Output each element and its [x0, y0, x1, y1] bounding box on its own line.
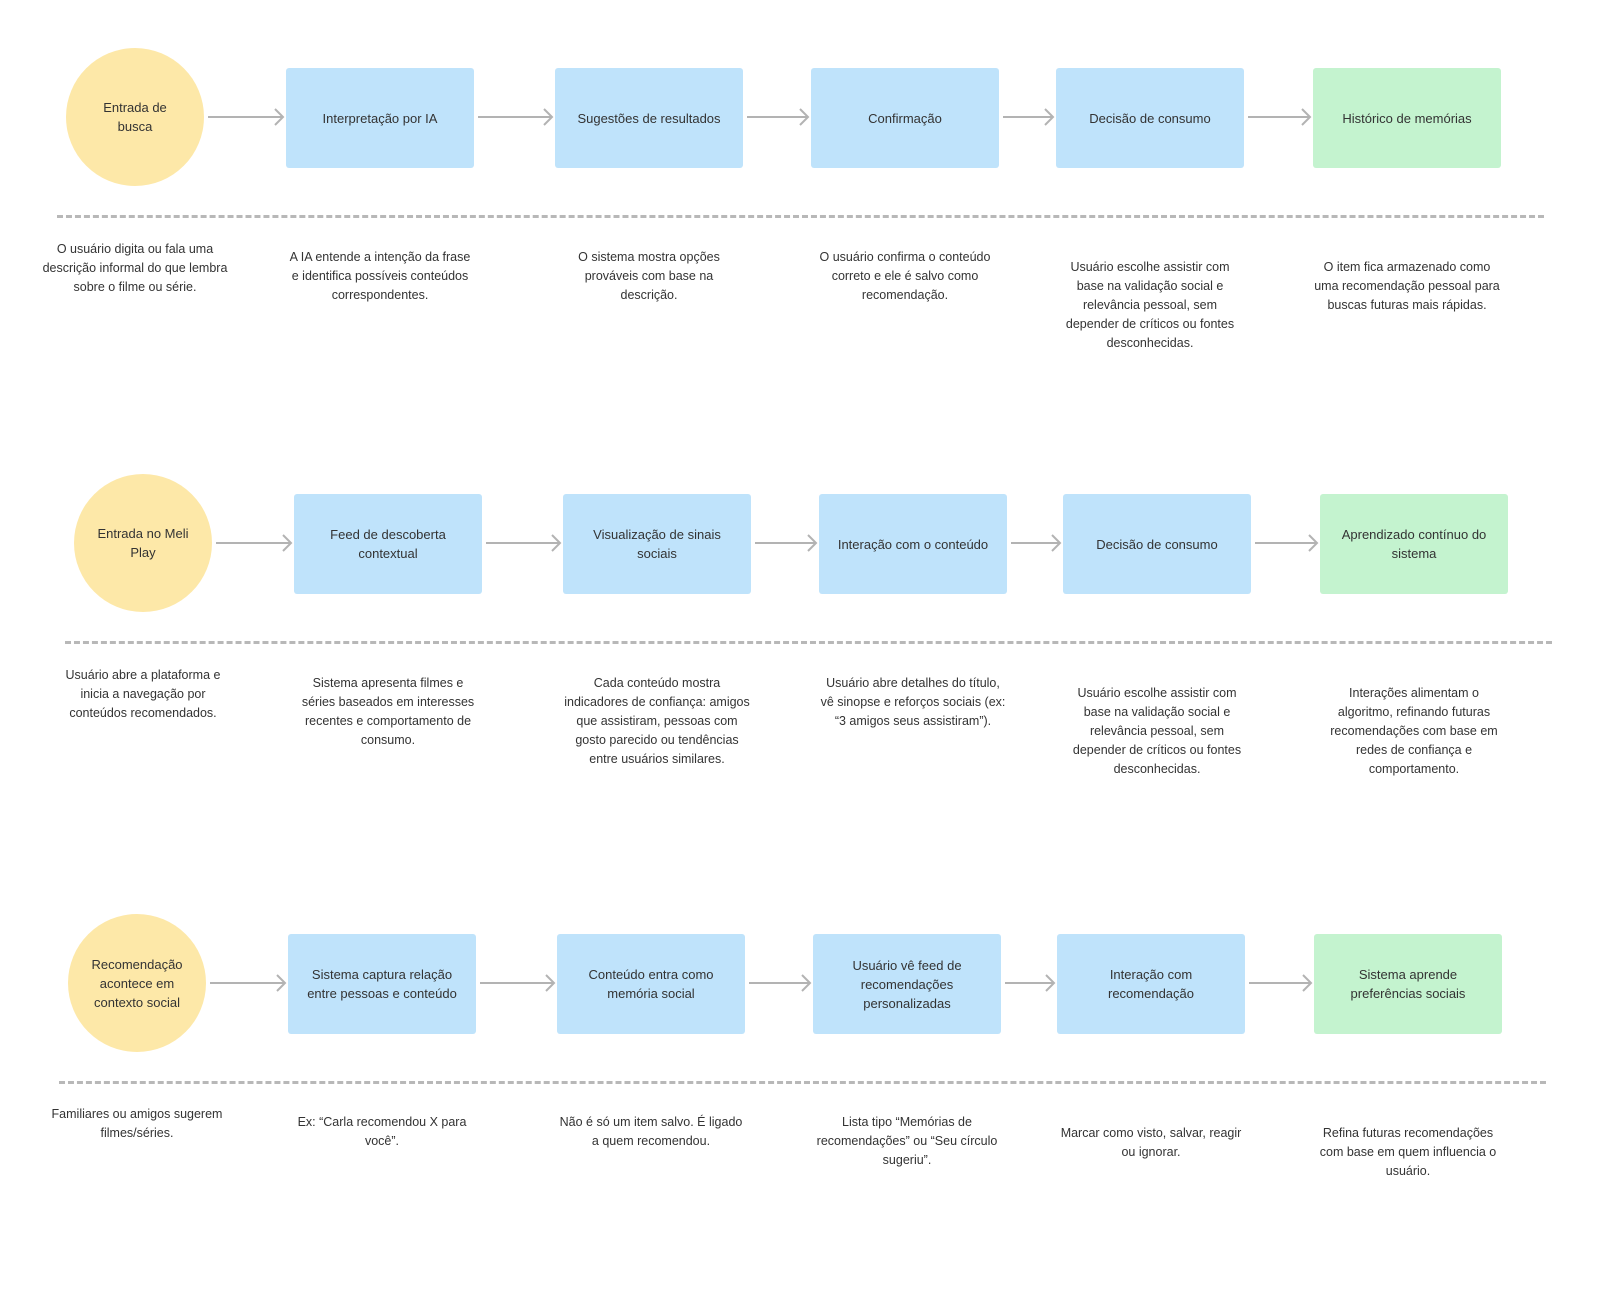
- description-text: Usuário escolhe assistir com base na val…: [1072, 686, 1242, 776]
- arrow: [1255, 533, 1319, 553]
- arrow: [208, 107, 285, 127]
- arrow: [755, 533, 818, 553]
- step-node: Decisão de consumo: [1056, 68, 1244, 168]
- arrow: [216, 533, 293, 553]
- step-node: Confirmação: [811, 68, 999, 168]
- description-text: O usuário confirma o conteúdo correto e …: [819, 250, 991, 302]
- description-text: O sistema mostra opções prováveis com ba…: [578, 250, 720, 302]
- start-node: Recomendação acontece em contexto social: [68, 914, 206, 1052]
- arrow: [1249, 973, 1313, 993]
- arrow: [1248, 107, 1312, 127]
- description-text: O usuário digita ou fala uma descrição i…: [42, 242, 228, 294]
- start-node: Entrada de busca: [66, 48, 204, 186]
- description-text: Marcar como visto, salvar, reagir ou ign…: [1060, 1126, 1242, 1159]
- step-node: Feed de descoberta contextual: [294, 494, 482, 594]
- step-node: Interação com recomendação: [1057, 934, 1245, 1034]
- end-node: Sistema aprende preferências sociais: [1314, 934, 1502, 1034]
- arrow: [210, 973, 287, 993]
- description-text: Usuário abre a plataforma e inicia a nav…: [65, 668, 221, 720]
- dashed-divider: [65, 641, 1552, 644]
- description-text: Usuário abre detalhes do título, vê sino…: [820, 676, 1006, 728]
- arrow: [1005, 973, 1056, 993]
- arrow: [480, 973, 556, 993]
- description-text: Lista tipo “Memórias de recomendações” o…: [816, 1115, 998, 1167]
- arrow: [747, 107, 810, 127]
- start-node: Entrada no Meli Play: [74, 474, 212, 612]
- end-node: Aprendizado contínuo do sistema: [1320, 494, 1508, 594]
- step-node: Interação com o conteúdo: [819, 494, 1007, 594]
- end-node: Histórico de memórias: [1313, 68, 1501, 168]
- step-node: Sistema captura relação entre pessoas e …: [288, 934, 476, 1034]
- dashed-divider: [57, 215, 1544, 218]
- step-node: Usuário vê feed de recomendações persona…: [813, 934, 1001, 1034]
- arrow: [486, 533, 562, 553]
- description-text: Refina futuras recomendações com base em…: [1319, 1126, 1497, 1178]
- step-node: Interpretação por IA: [286, 68, 474, 168]
- description-text: Cada conteúdo mostra indicadores de conf…: [564, 676, 750, 766]
- step-node: Sugestões de resultados: [555, 68, 743, 168]
- description-text: O item fica armazenado como uma recomend…: [1314, 260, 1500, 312]
- arrow: [478, 107, 554, 127]
- dashed-divider: [59, 1081, 1546, 1084]
- arrow: [1011, 533, 1062, 553]
- step-node: Decisão de consumo: [1063, 494, 1251, 594]
- description-text: Usuário escolhe assistir com base na val…: [1065, 260, 1235, 350]
- description-text: Sistema apresenta filmes e séries basead…: [301, 676, 475, 747]
- arrow: [1003, 107, 1055, 127]
- description-text: Familiares ou amigos sugerem filmes/séri…: [51, 1107, 223, 1140]
- step-node: Visualização de sinais sociais: [563, 494, 751, 594]
- description-text: A IA entende a intenção da frase e ident…: [289, 250, 471, 302]
- description-text: Não é só um item salvo. É ligado a quem …: [559, 1115, 743, 1148]
- description-text: Ex: “Carla recomendou X para você”.: [297, 1115, 467, 1148]
- step-node: Conteúdo entra como memória social: [557, 934, 745, 1034]
- description-text: Interações alimentam o algoritmo, refina…: [1330, 686, 1498, 776]
- arrow: [749, 973, 812, 993]
